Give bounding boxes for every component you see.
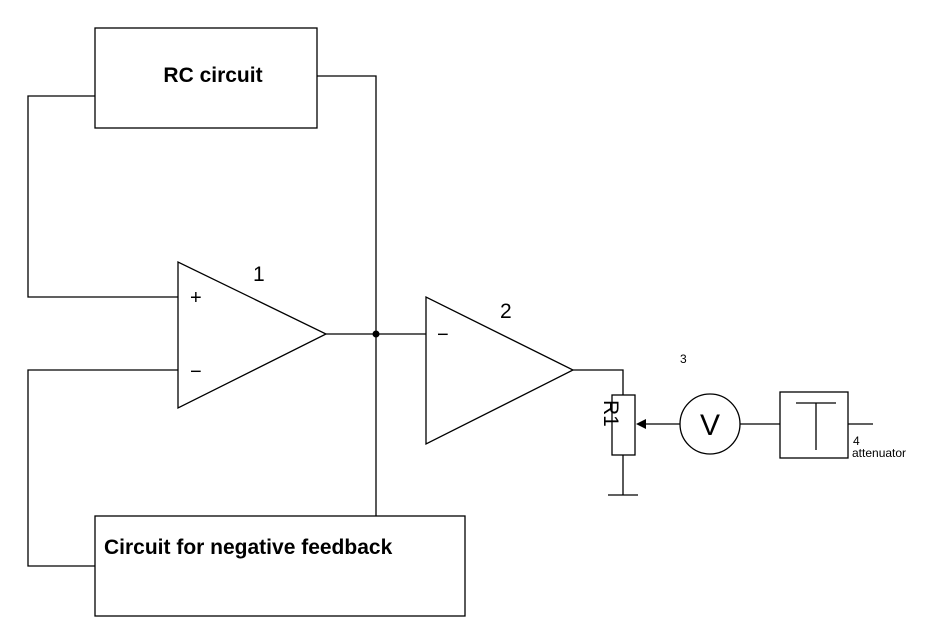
voltmeter: V 3 [679,352,741,455]
r1-label: R1 [599,400,622,427]
op-amp-1: + − 1 [177,260,328,410]
op-amp-2: − 2 [425,295,575,446]
negative-feedback-box [94,515,466,617]
rc-circuit-label: RC circuit [163,64,262,87]
attenuator: 4 attenuator [779,391,906,460]
attenuator-label: attenuator [852,446,906,460]
voltmeter-circle [679,393,741,455]
r1-body [611,394,636,456]
rc-circuit-block: RC circuit [94,27,318,129]
op-amp-1-triangle [177,260,328,410]
junction-dot [372,330,380,338]
negative-feedback-block: Circuit for negative feedback [94,515,466,617]
negative-feedback-label: Circuit for negative feedback [104,536,393,559]
amp2-to-r1-wire [573,369,624,395]
op-amp-2-number: 2 [500,300,512,323]
voltmeter-number: 3 [680,352,687,366]
potentiometer-r1: R1 [599,394,646,456]
attenuator-number: 4 [853,434,860,448]
op-amp-2-triangle [425,295,575,446]
op-amp-2-minus-sign: − [437,324,449,346]
voltmeter-symbol: V [700,409,720,442]
rc-circuit-box [94,27,318,129]
rc-to-plus-wire [27,95,178,298]
rc-to-output-wire [317,75,377,516]
op-amp-1-plus-sign: + [190,287,202,309]
r1-wiper-arrow [636,419,646,429]
op-amp-1-number: 1 [253,263,265,286]
attenuator-box [779,391,849,459]
wires [27,75,873,567]
op-amp-1-minus-sign: − [190,361,202,383]
minus-to-feedback-wire [27,369,178,567]
